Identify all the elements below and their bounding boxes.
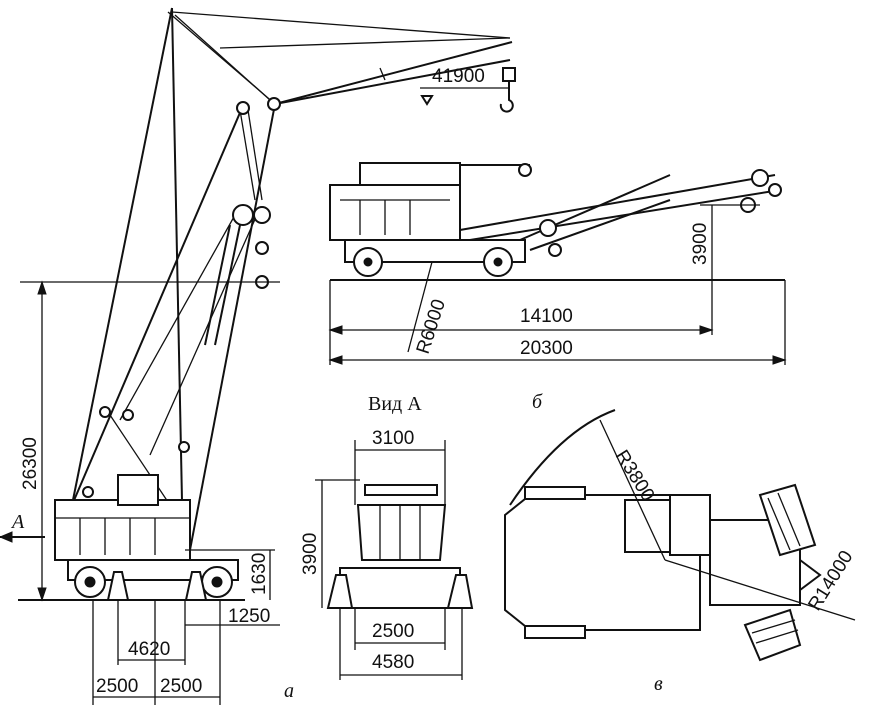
dim-hook-height: 41900 bbox=[420, 66, 510, 106]
view-title: Вид А bbox=[368, 393, 422, 415]
crane-jib bbox=[171, 11, 516, 113]
crane-boom bbox=[71, 7, 276, 551]
dim-label: 4620 bbox=[128, 639, 170, 660]
dim-label: 41900 bbox=[432, 66, 485, 87]
crane-side-view: A 26300 1630 1250 4620 2500 bbox=[0, 7, 516, 705]
dim-total-length: 20300 bbox=[328, 338, 787, 365]
dim-boom-length: 14100 bbox=[328, 280, 786, 365]
dim-label: 4580 bbox=[372, 652, 414, 673]
dim-label: 2500 bbox=[96, 676, 138, 697]
dim-label: 1250 bbox=[228, 606, 270, 627]
front-view: Вид А 3100 3900 2500 bbox=[300, 393, 474, 680]
plan-view: R3800 R14000 в bbox=[504, 409, 858, 695]
dim-radius: R6000 bbox=[407, 261, 450, 357]
panel-label-a: а bbox=[284, 680, 294, 702]
dim-front-height: 3900 bbox=[300, 479, 360, 608]
view-arrow-label: A bbox=[10, 511, 25, 533]
dims-bottom: 1250 4620 2500 2500 bbox=[92, 600, 280, 705]
plan-wheel-upper bbox=[758, 483, 817, 557]
transport-view: 41900 3900 R6000 14100 20300 bbox=[328, 66, 787, 413]
dim-label: 3900 bbox=[690, 223, 711, 265]
dim-label: 2500 bbox=[160, 676, 202, 697]
dim-label: 26300 bbox=[20, 437, 41, 490]
dim-label: 14100 bbox=[520, 306, 573, 327]
plan-wheel-lower bbox=[743, 608, 802, 662]
crane-carrier bbox=[20, 281, 280, 601]
panel-label-v: в bbox=[654, 673, 663, 695]
dim-height-26300: 26300 bbox=[20, 280, 47, 602]
pulley-blocks bbox=[82, 97, 281, 498]
dim-label: 20300 bbox=[520, 338, 573, 359]
panel-label-b: б bbox=[532, 391, 543, 413]
view-arrow-a: A bbox=[0, 511, 45, 543]
dim-low-height: 1630 bbox=[185, 549, 275, 600]
dim-label: 2500 bbox=[372, 621, 414, 642]
dim-top-width: 3100 bbox=[354, 428, 446, 505]
dim-label: R6000 bbox=[413, 297, 450, 357]
dim-label: 1630 bbox=[249, 553, 270, 595]
dims-front-bottom: 2500 4580 bbox=[339, 608, 463, 680]
dim-hook-depth: 3900 bbox=[690, 204, 760, 280]
dim-label: 3900 bbox=[300, 533, 321, 575]
dim-label: 3100 bbox=[372, 428, 414, 449]
